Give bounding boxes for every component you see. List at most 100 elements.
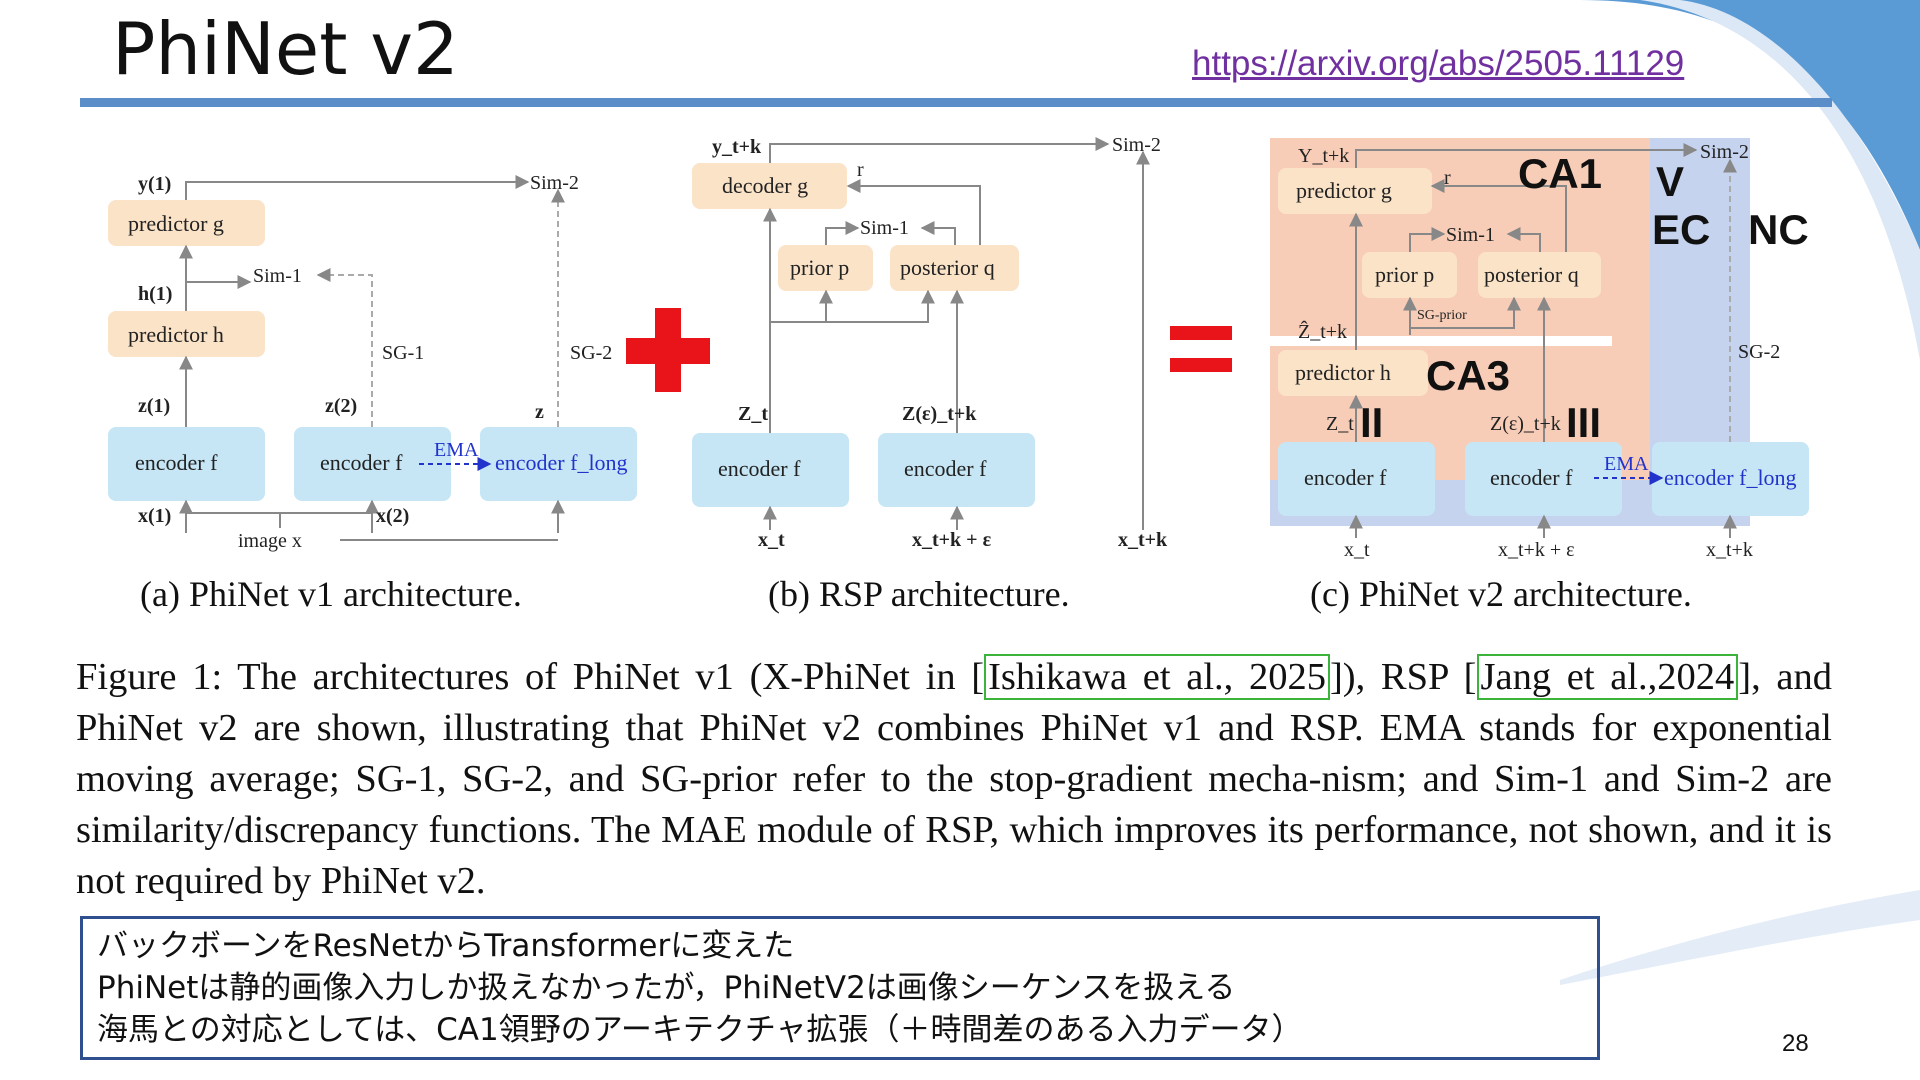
- posterior-q-label: posterior q: [900, 255, 995, 280]
- caption-panel-c: (c) PhiNet v2 architecture.: [1310, 574, 1692, 614]
- prior-p-box: [778, 245, 873, 291]
- label-zeps-b: Z(ε)_t+k: [902, 403, 977, 425]
- label-zt-c: Z_t: [1326, 413, 1354, 435]
- caption-middle: ]), RSP [: [1329, 656, 1477, 698]
- citation-ishikawa-year: 2025: [1248, 656, 1326, 698]
- encoder-f-box-3: [692, 433, 849, 507]
- background-swoosh: [1560, 890, 1920, 985]
- posterior-q-label-c: posterior q: [1484, 262, 1579, 287]
- label-xtk-b: x_t+k: [1118, 529, 1168, 551]
- slide-title: PhiNet v2: [112, 7, 459, 91]
- predictor-h-label-c: predictor h: [1295, 360, 1391, 385]
- region-label-iii: III: [1566, 399, 1601, 446]
- note-line-3: 海馬との対応としては、CA1領野のアーキテクチャ拡張（＋時間差のある入力データ）: [97, 1012, 1303, 1048]
- citation-jang-name: Jang et al.: [1480, 656, 1648, 698]
- citation-ishikawa-name: Ishikawa et al.: [988, 656, 1224, 698]
- arxiv-link[interactable]: https://arxiv.org/abs/2505.11129: [1192, 44, 1685, 83]
- title-divider: [80, 98, 1832, 107]
- label-x1: x(1): [138, 505, 171, 527]
- plus-sign: [626, 308, 710, 392]
- label-r-b: r: [857, 159, 864, 181]
- predictor-h-box-c: [1278, 350, 1428, 396]
- label-ema-c: EMA: [1604, 453, 1649, 475]
- prior-p-label-c: prior p: [1375, 262, 1434, 287]
- label-sg2-c: SG-2: [1738, 341, 1780, 363]
- encoder-flong-label-c: encoder f_long: [1664, 465, 1797, 490]
- decoder-g-label: decoder g: [722, 173, 808, 198]
- encoder-f-label-2: encoder f: [320, 450, 403, 475]
- label-image-x: image x: [238, 530, 302, 552]
- architecture-figure: predictor g predictor h encoder f encode…: [108, 134, 1809, 614]
- label-ema-a: EMA: [434, 439, 479, 461]
- label-z2: z(2): [325, 395, 357, 417]
- notes-box: バックボーンをResNetからTransformerに変えた PhiNetは静的…: [80, 916, 1600, 1060]
- encoder-f-box-c1: [1278, 442, 1435, 516]
- figure-caption: Figure 1: The architectures of PhiNet v1…: [76, 652, 1832, 907]
- prior-p-box-c: [1362, 252, 1457, 298]
- label-xtk-c: x_t+k: [1706, 539, 1753, 561]
- region-label-ca3: CA3: [1426, 352, 1510, 399]
- label-Yt-k-c: Y_t+k: [1298, 145, 1349, 167]
- encoder-f-label-4: encoder f: [904, 456, 987, 481]
- label-xtk-eps-c: x_t+k + ε: [1498, 539, 1575, 561]
- predictor-g-label: predictor g: [128, 211, 224, 236]
- label-z: z: [535, 401, 544, 423]
- encoder-flong-box-c: [1652, 442, 1809, 516]
- citation-jang[interactable]: Jang et al.,2024: [1476, 654, 1739, 700]
- label-x2: x(2): [376, 505, 409, 527]
- predictor-g-box: [108, 200, 265, 246]
- label-sim1-b: Sim-1: [860, 217, 909, 239]
- encoder-f-box-4: [878, 433, 1035, 507]
- label-z1: z(1): [138, 395, 170, 417]
- citation-ishikawa-separator: ,: [1223, 656, 1249, 698]
- label-zeps-c: Z(ε)_t+k: [1490, 413, 1561, 435]
- decoder-g-box: [692, 163, 847, 209]
- caption-rest: ], and PhiNet v2 are shown, illustrating…: [76, 656, 1832, 902]
- posterior-q-box-c: [1478, 252, 1601, 298]
- citation-jang-year: 2024: [1657, 656, 1735, 698]
- label-xt-b: x_t: [758, 529, 785, 551]
- encoder-f-box-c2: [1465, 442, 1622, 516]
- region-label-ii: II: [1360, 399, 1383, 446]
- posterior-q-box: [890, 245, 1019, 291]
- note-line-1: バックボーンをResNetからTransformerに変えた: [97, 928, 795, 964]
- predictor-h-box: [108, 311, 265, 357]
- label-sg1: SG-1: [382, 342, 424, 364]
- label-sim2-c: Sim-2: [1700, 141, 1749, 163]
- label-h1: h(1): [138, 283, 172, 305]
- label-xt-c: x_t: [1344, 539, 1370, 561]
- label-r-c: r: [1444, 167, 1451, 189]
- encoder-f-label-3: encoder f: [718, 456, 801, 481]
- label-y1: y(1): [138, 173, 171, 195]
- predictor-g-box-c: [1278, 168, 1432, 214]
- label-sim1-a: Sim-1: [253, 265, 302, 287]
- label-sg-prior: SG-prior: [1417, 308, 1467, 323]
- region-label-nc: NC: [1748, 206, 1809, 253]
- encoder-f-label-c1: encoder f: [1304, 465, 1387, 490]
- caption-prefix: Figure 1: The architectures of PhiNet v1…: [76, 656, 985, 698]
- panel-b: decoder g prior p posterior q encoder f …: [692, 134, 1168, 614]
- label-zhat: Ẑ_t+k: [1298, 320, 1347, 343]
- encoder-f-box-1: [108, 427, 265, 501]
- predictor-h-label: predictor h: [128, 322, 224, 347]
- predictor-g-label-c: predictor g: [1296, 178, 1392, 203]
- label-sg2-a: SG-2: [570, 342, 612, 364]
- label-zt-b: Z_t: [738, 403, 768, 425]
- label-yt-k: y_t+k: [712, 136, 762, 158]
- region-label-v: V: [1656, 158, 1684, 205]
- corner-decoration: [1580, 0, 1920, 360]
- equals-sign: [1170, 326, 1232, 372]
- encoder-flong-label: encoder f_long: [495, 450, 628, 475]
- encoder-f-label-1: encoder f: [135, 450, 218, 475]
- label-sim2-a: Sim-2: [530, 172, 579, 194]
- page-number: 28: [1782, 1030, 1809, 1057]
- label-sim1-c: Sim-1: [1446, 224, 1495, 246]
- region-label-ca1: CA1: [1518, 150, 1602, 197]
- panel-a: predictor g predictor h encoder f encode…: [108, 172, 637, 614]
- caption-panel-a: (a) PhiNet v1 architecture.: [140, 574, 522, 614]
- label-sim2-b: Sim-2: [1112, 134, 1161, 156]
- region-label-ec: EC: [1652, 206, 1710, 253]
- caption-panel-b: (b) RSP architecture.: [768, 574, 1070, 614]
- citation-ishikawa[interactable]: Ishikawa et al., 2025: [984, 654, 1330, 700]
- label-xtk-eps-b: x_t+k + ε: [912, 529, 992, 551]
